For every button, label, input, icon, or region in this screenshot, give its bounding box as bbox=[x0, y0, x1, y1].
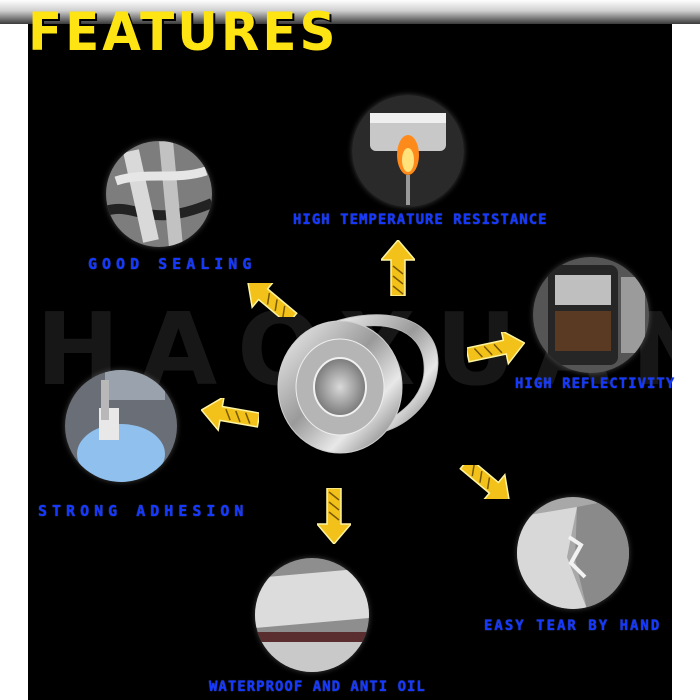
label-waterproof-and-anti-oil: WATERPROOF AND ANTI OIL bbox=[209, 679, 426, 695]
right-margin bbox=[672, 0, 700, 700]
arrow-up-left-icon bbox=[246, 283, 298, 317]
arrow-right-icon bbox=[467, 332, 525, 366]
label-easy-tear-by-hand: EASY TEAR BY HAND bbox=[484, 618, 662, 634]
label-high-reflectivity: HIGH REFLECTIVITY bbox=[515, 376, 676, 392]
sealed-pipe-photo bbox=[255, 558, 369, 672]
torn-foil-photo bbox=[517, 497, 629, 609]
page-title: FEATURES bbox=[28, 1, 339, 63]
wrapped-pipes-photo bbox=[106, 141, 212, 247]
label-good-sealing: GOOD SEALING bbox=[88, 255, 257, 273]
foil-tape-roll-photo bbox=[277, 314, 439, 454]
arrow-down-icon bbox=[317, 488, 351, 544]
arrow-left-icon bbox=[201, 398, 259, 432]
phone-internals-photo bbox=[533, 257, 649, 373]
top-gradient-bar bbox=[0, 0, 700, 24]
arrow-up-icon bbox=[381, 240, 415, 296]
flame-on-foil-photo bbox=[352, 95, 464, 207]
water-jug-lift-photo bbox=[65, 370, 177, 482]
label-high-temperature-resistance: HIGH TEMPERATURE RESISTANCE bbox=[293, 212, 548, 228]
arrow-down-right-icon bbox=[459, 465, 511, 499]
left-margin bbox=[0, 0, 28, 700]
label-strong-adhesion: STRONG ADHESION bbox=[38, 502, 249, 520]
